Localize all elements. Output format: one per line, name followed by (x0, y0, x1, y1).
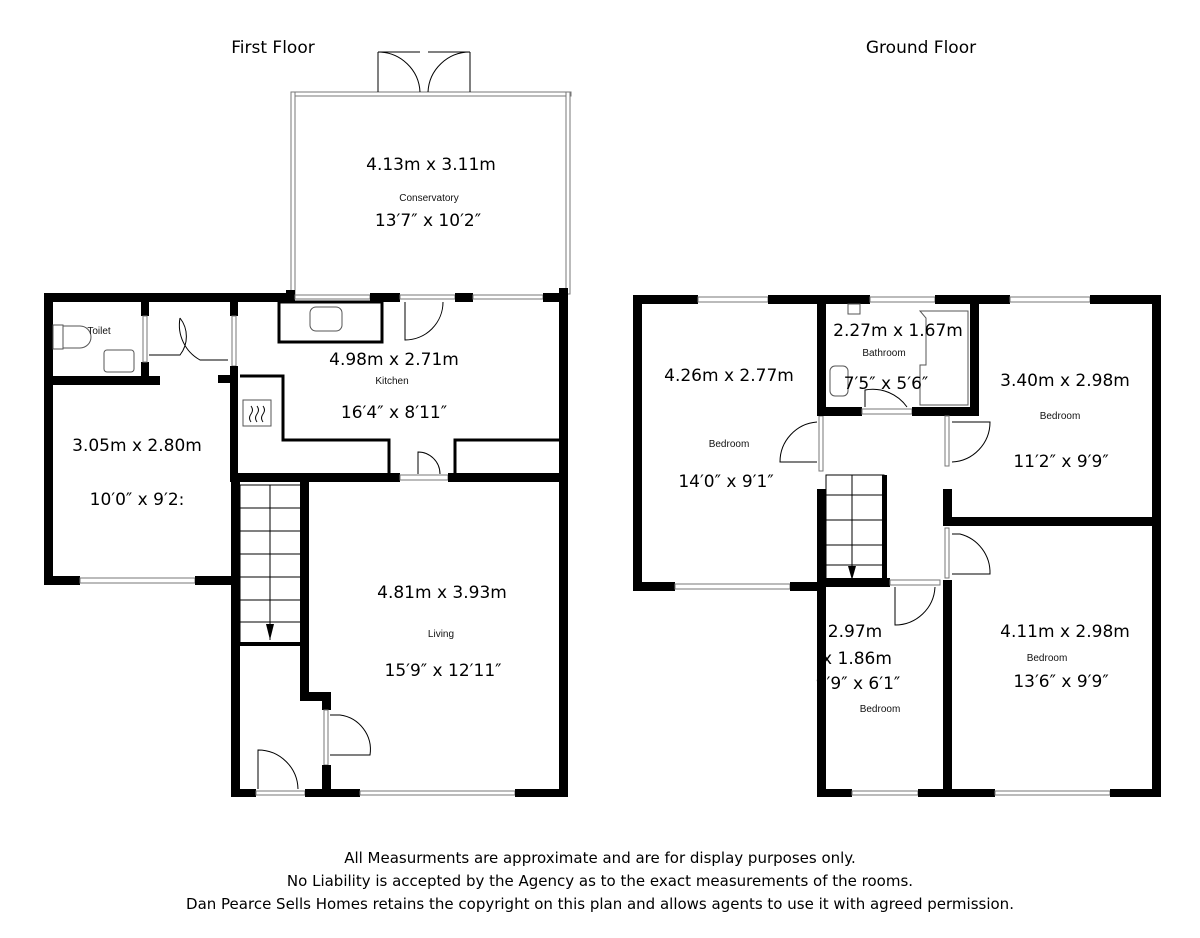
kitchen-metric: 4.98m x 2.71m (329, 350, 459, 370)
bedroom3-metric-line1: 2.97m (828, 622, 882, 642)
toilet-icon (52, 324, 92, 350)
kitchen-imperial: 16′4″ x 8′11″ (341, 403, 447, 423)
living-label: Living (428, 629, 454, 640)
kitchen-label: Kitchen (375, 376, 408, 387)
kitchen-sink-icon (309, 306, 343, 332)
bedroom3-label: Bedroom (860, 704, 901, 715)
disclaimer-line: Dan Pearce Sells Homes retains the copyr… (186, 895, 1014, 913)
bathroom-imperial: 7′5″ x 5′6″ (844, 374, 929, 394)
bedroom1-metric: 4.26m x 2.77m (664, 366, 794, 386)
bedroom3-metric-line2: x 1.86m (822, 649, 892, 669)
disclaimer: All Measurments are approximate and are … (0, 847, 1200, 916)
bedroom4-metric: 4.11m x 2.98m (1000, 622, 1130, 642)
disclaimer-line: No Liability is accepted by the Agency a… (286, 872, 914, 890)
bedroom3-imperial: 9′9″ x 6′1″ (816, 674, 901, 694)
stair-arrow-icon (848, 566, 856, 580)
bathroom-label: Bathroom (862, 348, 905, 359)
bedroom4-label: Bedroom (1027, 653, 1068, 664)
bedroom2-label: Bedroom (1040, 411, 1081, 422)
bedroom2-metric: 3.40m x 2.98m (1000, 371, 1130, 391)
bedroom2-imperial: 11′2″ x 9′9″ (1013, 452, 1108, 472)
bathroom-metric: 2.27m x 1.67m (833, 321, 963, 341)
first-floor-title: First Floor (231, 38, 314, 58)
bedroom1-imperial: 14′0″ x 9′1″ (678, 472, 773, 492)
bedroom1-label: Bedroom (709, 439, 750, 450)
ground-floor-title: Ground Floor (866, 38, 976, 58)
conservatory-label: Conservatory (399, 193, 458, 204)
first-floor-plan: 4.13m x 3.11m Conservatory 13′7″ x 10′2″… (44, 51, 572, 797)
living-imperial: 15′9″ x 12′11″ (385, 661, 502, 681)
bath-icon (918, 310, 969, 406)
conservatory-metric: 4.13m x 3.11m (366, 155, 496, 175)
disclaimer-line: All Measurments are approximate and are … (344, 849, 856, 867)
bedroom4-imperial: 13′6″ x 9′9″ (1013, 672, 1108, 692)
ground-floor-plan: 4.26m x 2.77m Bedroom 14′0″ x 9′1″ 2.27m… (633, 295, 1161, 797)
staircase (239, 484, 302, 646)
living-metric: 4.81m x 3.93m (377, 583, 507, 603)
stair-arrow-icon (266, 624, 274, 640)
basin-icon (103, 349, 135, 373)
door (404, 301, 444, 341)
staircase (825, 474, 887, 580)
left-room-imperial: 10′0″ x 9′2: (90, 490, 185, 510)
basin-icon (829, 365, 849, 397)
conservatory-imperial: 13′7″ x 10′2″ (375, 211, 481, 231)
left-room-metric: 3.05m x 2.80m (72, 436, 202, 456)
toilet-label: Toilet (87, 326, 111, 337)
hob-icon (242, 399, 272, 427)
